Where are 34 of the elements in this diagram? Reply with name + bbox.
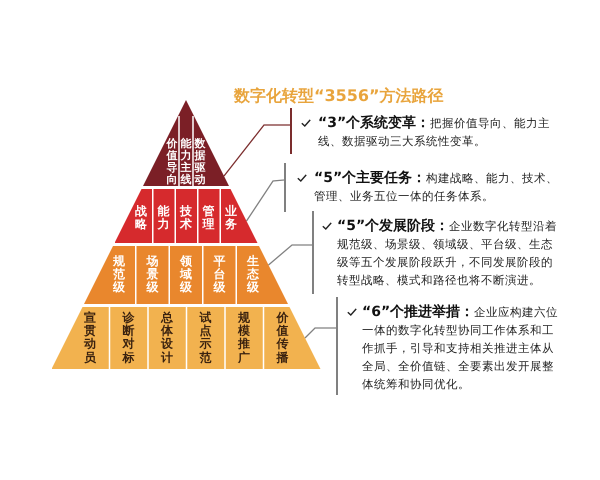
leader-line: [304, 327, 336, 338]
tier-label: 价值传播: [276, 312, 288, 364]
callout-text: “5”个发展阶段：企业数字化转型沿着规范级、场景级、领域级、平台级、生态级等五个发展阶段跃升，不同发展阶段的转型战略、模式和路径也将不断演进。: [337, 217, 558, 289]
tier-label: 业务: [225, 204, 237, 232]
pyramid-tier: [143, 100, 229, 186]
tier-label: 价值导向: [166, 137, 178, 186]
tier-label: 能力主线: [180, 137, 192, 186]
tier-label: 规模推广: [238, 312, 250, 364]
callout-text: “5”个主要任务：构建战略、能力、技术、管理、业务五位一体的任务体系。: [314, 169, 560, 205]
tier-label: 生态级: [247, 255, 259, 295]
tier-label: 平台级: [214, 255, 226, 295]
pyramid-tier: [114, 189, 258, 243]
tier-label: 战略: [135, 204, 147, 232]
leader-line: [223, 124, 290, 176]
tier-label: 规范级: [113, 255, 125, 295]
pyramid-tier: [84, 246, 288, 304]
callout-block: [312, 211, 558, 294]
callout-block: [336, 297, 560, 395]
tier-label: 数据驱动: [194, 137, 206, 186]
diagram-title: 数字化转型“3556”方法路径: [234, 86, 444, 106]
tier-label: 诊断对标: [122, 312, 134, 364]
tier-label: 试点示范: [199, 312, 212, 364]
leader-line: [246, 179, 284, 222]
leader-line: [268, 244, 312, 266]
tier-label: 能力: [158, 204, 170, 232]
tier-label: 管理: [202, 204, 214, 232]
tier-label: 宣贯动员: [84, 312, 96, 364]
pyramid-tier: [52, 307, 320, 369]
tier-label: 技术: [180, 204, 192, 232]
callout-text: “3”个系统变革：把握价值导向、能力主线、数据驱动三大系统性变革。: [318, 114, 552, 150]
tier-label: 场景级: [146, 255, 158, 295]
callout-text: “6”个推进举措：企业应构建六位一体的数字化转型协同工作体系和工作抓手，引导和支持相关推进主体从全局、全价值链、全要素出发开展整体统筹和协同优化。: [362, 303, 560, 393]
tier-label: 领域级: [180, 255, 192, 295]
tier-label: 总体设计: [160, 312, 173, 364]
